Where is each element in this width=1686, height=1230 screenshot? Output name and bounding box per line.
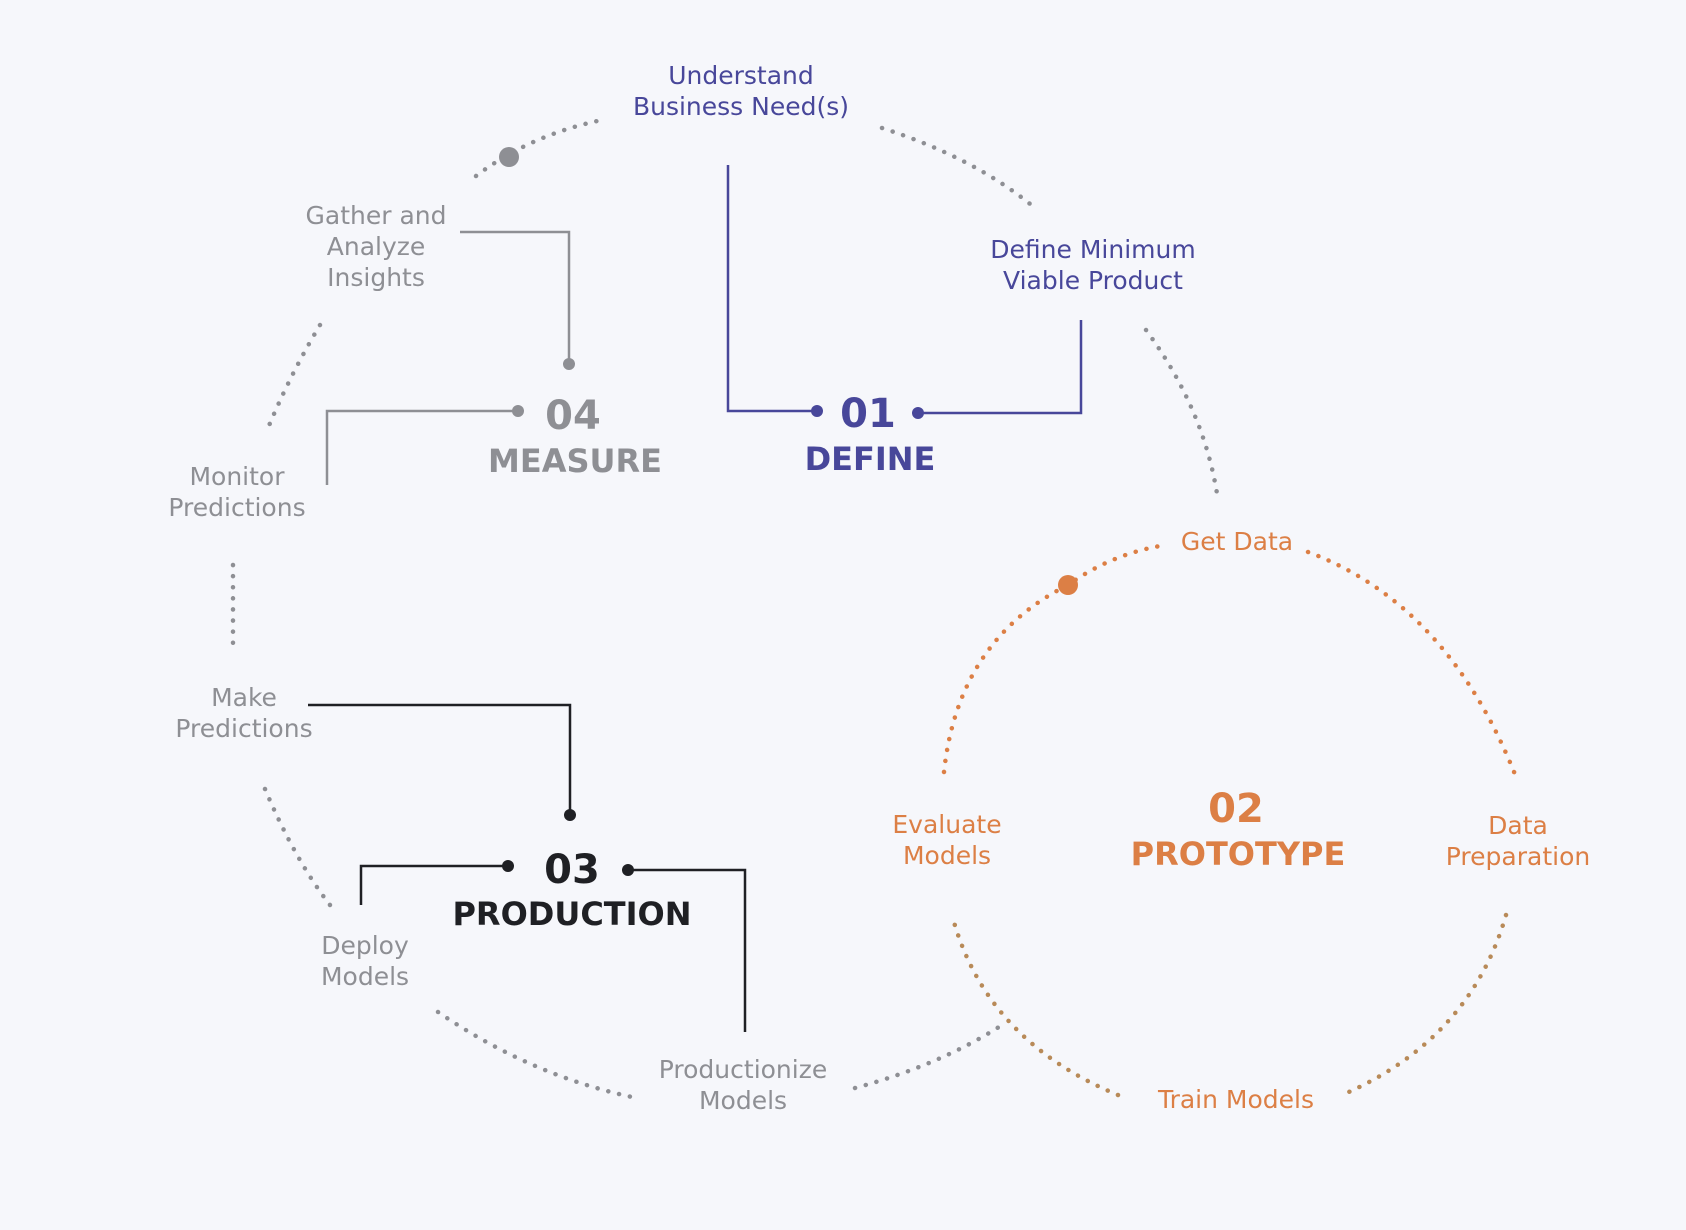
arc-gather-understand [473, 117, 605, 179]
cycle-start-dot-gray [499, 147, 519, 167]
prototype-title: PROTOTYPE [1130, 835, 1346, 873]
cycle-start-dot-orange [1058, 575, 1078, 595]
arc-evaluate-getdata [941, 543, 1163, 775]
arc-train-evaluate [949, 912, 1121, 1098]
arc-understand-mvp [879, 125, 1038, 211]
production-number: 03 [544, 847, 600, 893]
production-title: PRODUCTION [452, 895, 692, 933]
arc-deploy-productionize [435, 1009, 635, 1100]
prototype-number: 02 [1208, 786, 1264, 832]
define-number: 01 [840, 391, 896, 437]
define-connector-dot-right [912, 407, 924, 419]
measure-connector-dot-top [563, 358, 575, 370]
production-connector-dot-left [502, 860, 514, 872]
prototype-cycle-arcs [941, 543, 1521, 1098]
step-get-data: Get Data [1180, 527, 1294, 556]
arc-gather-monitor [265, 322, 323, 431]
production-connector-dot-right [622, 864, 634, 876]
main-cycle-arcs [230, 117, 1221, 1100]
define-connectors [726, 165, 1083, 415]
measure-title: MEASURE [488, 442, 662, 480]
arc-productionize-prototype [852, 1022, 1005, 1091]
production-connectors [308, 703, 747, 1032]
measure-number: 04 [545, 393, 601, 439]
measure-connectors [325, 230, 571, 485]
arc-dataprep-train [1339, 912, 1509, 1098]
step-train-models: Train Models [1157, 1085, 1315, 1114]
production-connector-dot-top [564, 809, 576, 821]
measure-connector-dot-left [512, 405, 524, 417]
define-connector-dot-left [811, 405, 823, 417]
arc-mvp-getdata [1143, 327, 1221, 503]
define-title: DEFINE [804, 440, 936, 478]
arc-make-deploy [262, 786, 333, 908]
arc-getdata-dataprep [1305, 549, 1521, 785]
